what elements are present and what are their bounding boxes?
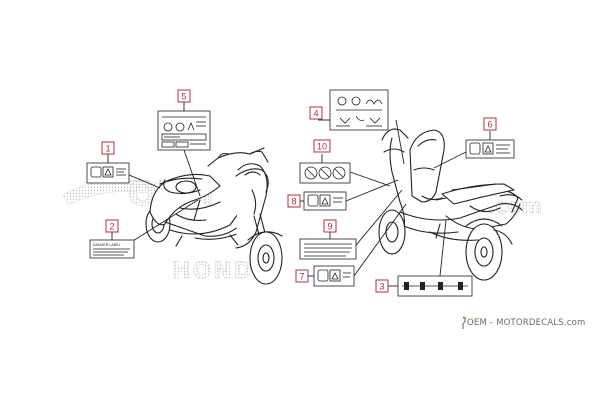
label-6-decal[interactable] (465, 139, 515, 159)
callout-9[interactable]: 9 (323, 219, 337, 233)
label-8-decal[interactable] (303, 191, 347, 211)
leader-lines (107, 102, 491, 287)
callout-6-number: 6 (487, 120, 492, 130)
label-10-decal[interactable] (299, 162, 351, 184)
callout-6[interactable]: 6 (483, 117, 497, 131)
callout-8[interactable]: 8 (287, 194, 301, 208)
callouts: 1 2 3 4 5 6 7 8 (101, 89, 497, 293)
callout-3-number: 3 (379, 282, 384, 292)
callout-7-number: 7 (299, 272, 304, 282)
callout-3[interactable]: 3 (375, 279, 389, 293)
callout-4[interactable]: 4 (309, 106, 323, 120)
label-1-decal[interactable] (86, 162, 130, 184)
callout-2[interactable]: 2 (105, 219, 119, 233)
callout-5-number: 5 (181, 92, 186, 102)
callout-4-number: 4 (313, 109, 318, 119)
footer-brand-text: OEM - MOTORDECALS.com (467, 318, 586, 328)
decal-labels: DANGER LABEL (86, 89, 515, 297)
brand-logo-icon (462, 316, 466, 329)
callout-9-number: 9 (327, 222, 332, 232)
label-7-decal[interactable] (313, 265, 355, 287)
callout-1-number: 1 (105, 144, 110, 154)
callout-2-number: 2 (109, 222, 114, 232)
callout-1[interactable]: 1 (101, 141, 115, 155)
scooter-left-illustration (145, 147, 283, 285)
scooter-right-illustration (378, 128, 523, 281)
label-5-decal[interactable] (157, 110, 211, 151)
label-2-text: DANGER LABEL (93, 243, 121, 247)
label-3-decal[interactable] (397, 275, 473, 297)
callout-8-number: 8 (291, 197, 296, 207)
watermark-wing-shape (61, 179, 158, 206)
label-4-decal[interactable] (329, 89, 389, 131)
watermark-right-text: .com (488, 194, 542, 218)
callout-10-number: 10 (317, 142, 327, 152)
callout-5[interactable]: 5 (177, 89, 191, 103)
callout-7[interactable]: 7 (295, 269, 309, 283)
callout-10[interactable]: 10 (313, 139, 331, 153)
label-2-decal[interactable]: DANGER LABEL (89, 239, 135, 259)
label-9-decal[interactable] (299, 238, 357, 260)
